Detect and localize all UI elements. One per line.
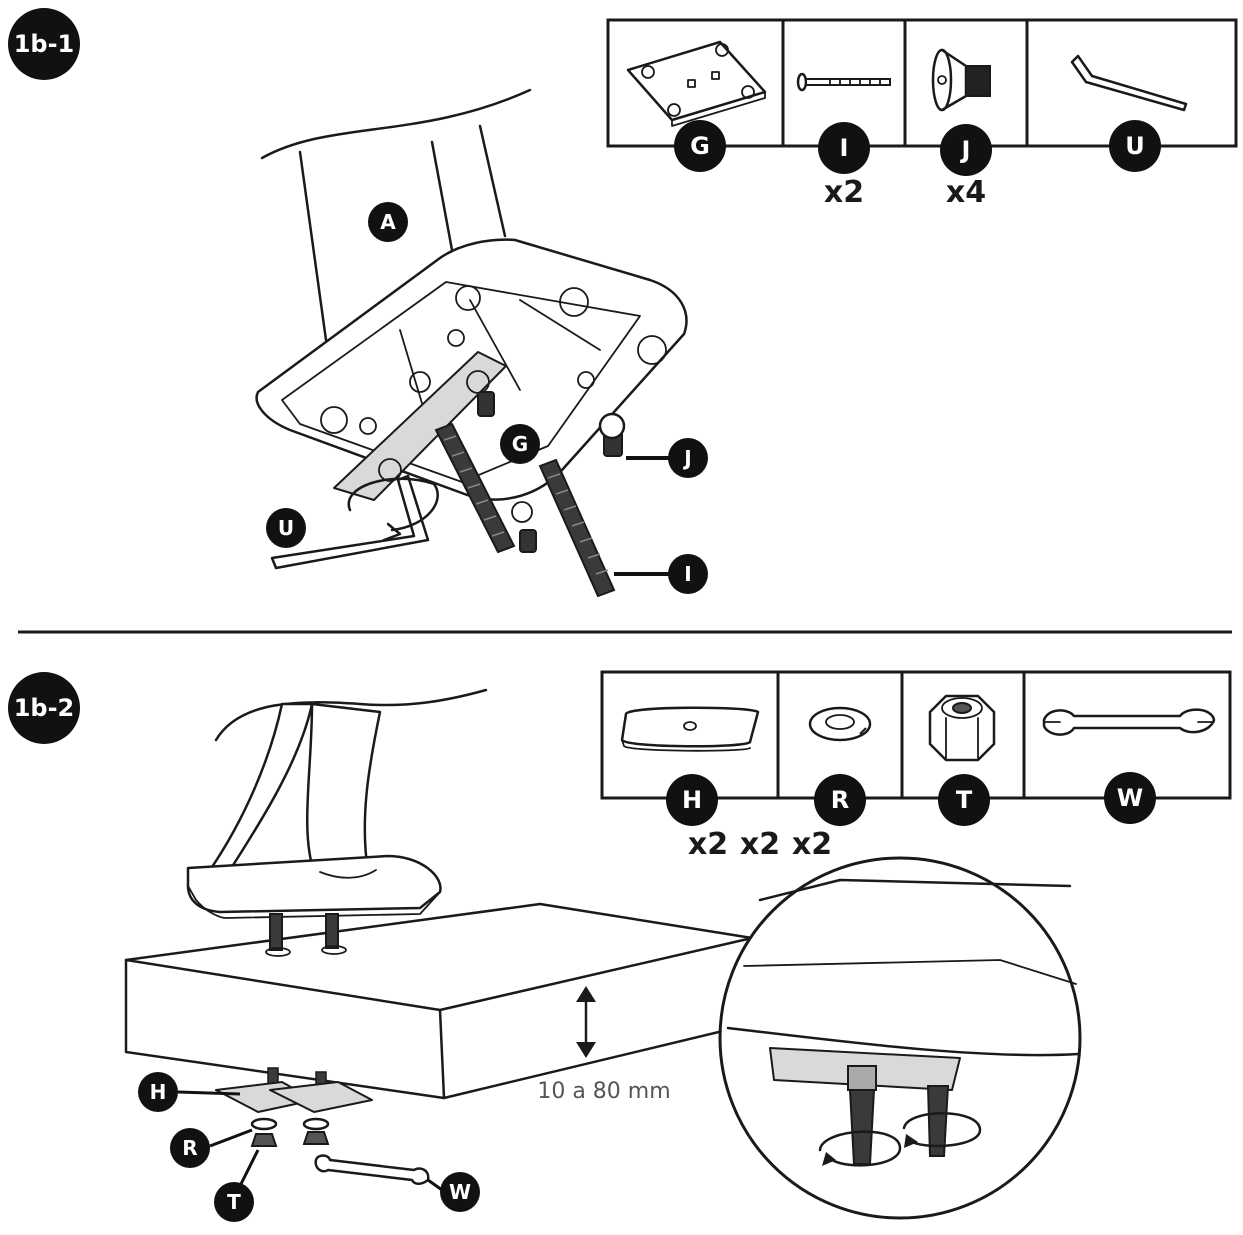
callout-i: I (614, 554, 708, 594)
stand-base-underside (255, 88, 688, 598)
callout-letter: H (150, 1080, 167, 1104)
screw-icon (931, 48, 991, 112)
part-letter: H (682, 786, 702, 814)
part-badge-r: R (814, 774, 866, 826)
part-badge-i: I (818, 122, 870, 174)
callout-u: U (266, 508, 306, 548)
callout-letter: R (182, 1136, 197, 1160)
callout-letter: A (380, 210, 396, 234)
part-letter: W (1117, 784, 1143, 812)
callout-j: J (626, 438, 708, 478)
callout-letter: I (684, 562, 691, 586)
stand-on-desk: 10 a 80 mm (124, 688, 754, 1185)
callout-letter: T (227, 1190, 241, 1214)
part-letter: G (690, 132, 710, 160)
part-letter: T (956, 786, 973, 814)
callout-g: G (500, 424, 540, 464)
part-quantity: x4 (946, 175, 986, 210)
part-quantity: x2 (792, 827, 832, 862)
callout-r: R (170, 1128, 253, 1168)
step-label-badge: 1b-1 (8, 8, 80, 80)
long-bolt-icon (796, 72, 891, 92)
callout-w: W (427, 1172, 480, 1212)
parts-box-2: H R T W x2 x2 x2 (600, 670, 1232, 862)
washer-plate-icon (620, 706, 760, 752)
part-badge-t: T (938, 774, 990, 826)
hex-key-icon (1070, 54, 1188, 112)
callout-letter: G (512, 432, 528, 456)
callout-h: H (138, 1072, 241, 1112)
part-badge-j: J (940, 124, 992, 176)
wrench-icon (1042, 708, 1216, 736)
part-quantity: x2 (688, 827, 728, 862)
callout-letter: U (278, 516, 294, 540)
step-1b-2: 1b-2 (8, 670, 1232, 1222)
part-letter: I (840, 134, 849, 162)
step-label: 1b-1 (14, 30, 75, 58)
callout-letter: J (682, 446, 691, 470)
part-letter: U (1125, 132, 1145, 160)
part-letter: J (960, 136, 971, 164)
part-badge-u: U (1109, 120, 1161, 172)
parts-box-1: G I J U x2 x4 (606, 18, 1238, 210)
step-1b-1: 1b-1 (8, 8, 1238, 598)
detail-zoom-circle (718, 856, 1082, 1220)
callout-t: T (214, 1149, 260, 1222)
part-quantity: x2 (740, 827, 780, 862)
part-badge-h: H (666, 774, 718, 826)
part-badge-g: G (674, 120, 726, 172)
thickness-label: 10 a 80 mm (537, 1079, 670, 1104)
hex-nut-icon (928, 694, 996, 762)
mounting-plate-icon (626, 40, 767, 127)
part-quantity: x2 (824, 175, 864, 210)
part-letter: R (831, 786, 849, 814)
part-badge-w: W (1104, 772, 1156, 824)
split-washer-icon (808, 706, 872, 742)
step-label-badge: 1b-2 (8, 672, 80, 744)
step-label: 1b-2 (14, 694, 75, 722)
callout-letter: W (449, 1180, 471, 1204)
callout-a: A (368, 202, 408, 242)
